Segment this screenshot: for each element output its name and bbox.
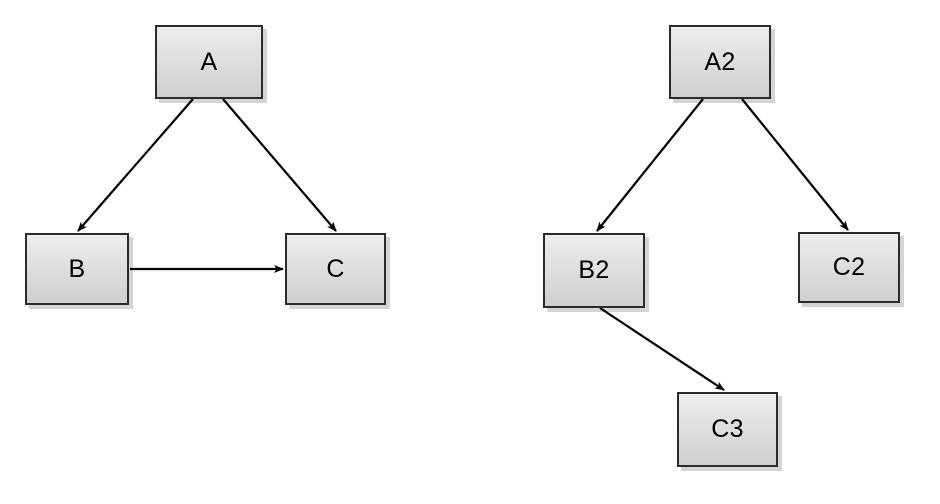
- node-label-c3: C3: [711, 415, 744, 443]
- node-c2[interactable]: C2: [798, 232, 900, 303]
- edges-group: [77, 98, 849, 391]
- node-a[interactable]: A: [155, 25, 263, 99]
- node-a2[interactable]: A2: [669, 25, 771, 99]
- node-label-b: B: [68, 254, 86, 283]
- node-label-a: A: [200, 47, 218, 76]
- node-c3[interactable]: C3: [677, 392, 778, 467]
- node-label-a2: A2: [704, 47, 736, 76]
- edge-a-to-b: [77, 98, 194, 232]
- edge-a-to-c: [222, 98, 337, 232]
- edge-b2-to-c3: [599, 307, 725, 391]
- node-c[interactable]: C: [285, 233, 386, 305]
- node-label-b2: B2: [578, 256, 610, 284]
- node-label-c2: C2: [832, 253, 866, 281]
- edge-a2-to-b2: [596, 98, 704, 232]
- node-label-c: C: [326, 254, 345, 283]
- node-b[interactable]: B: [25, 233, 129, 305]
- edge-a2-to-c2: [741, 98, 849, 231]
- node-b2[interactable]: B2: [543, 233, 645, 308]
